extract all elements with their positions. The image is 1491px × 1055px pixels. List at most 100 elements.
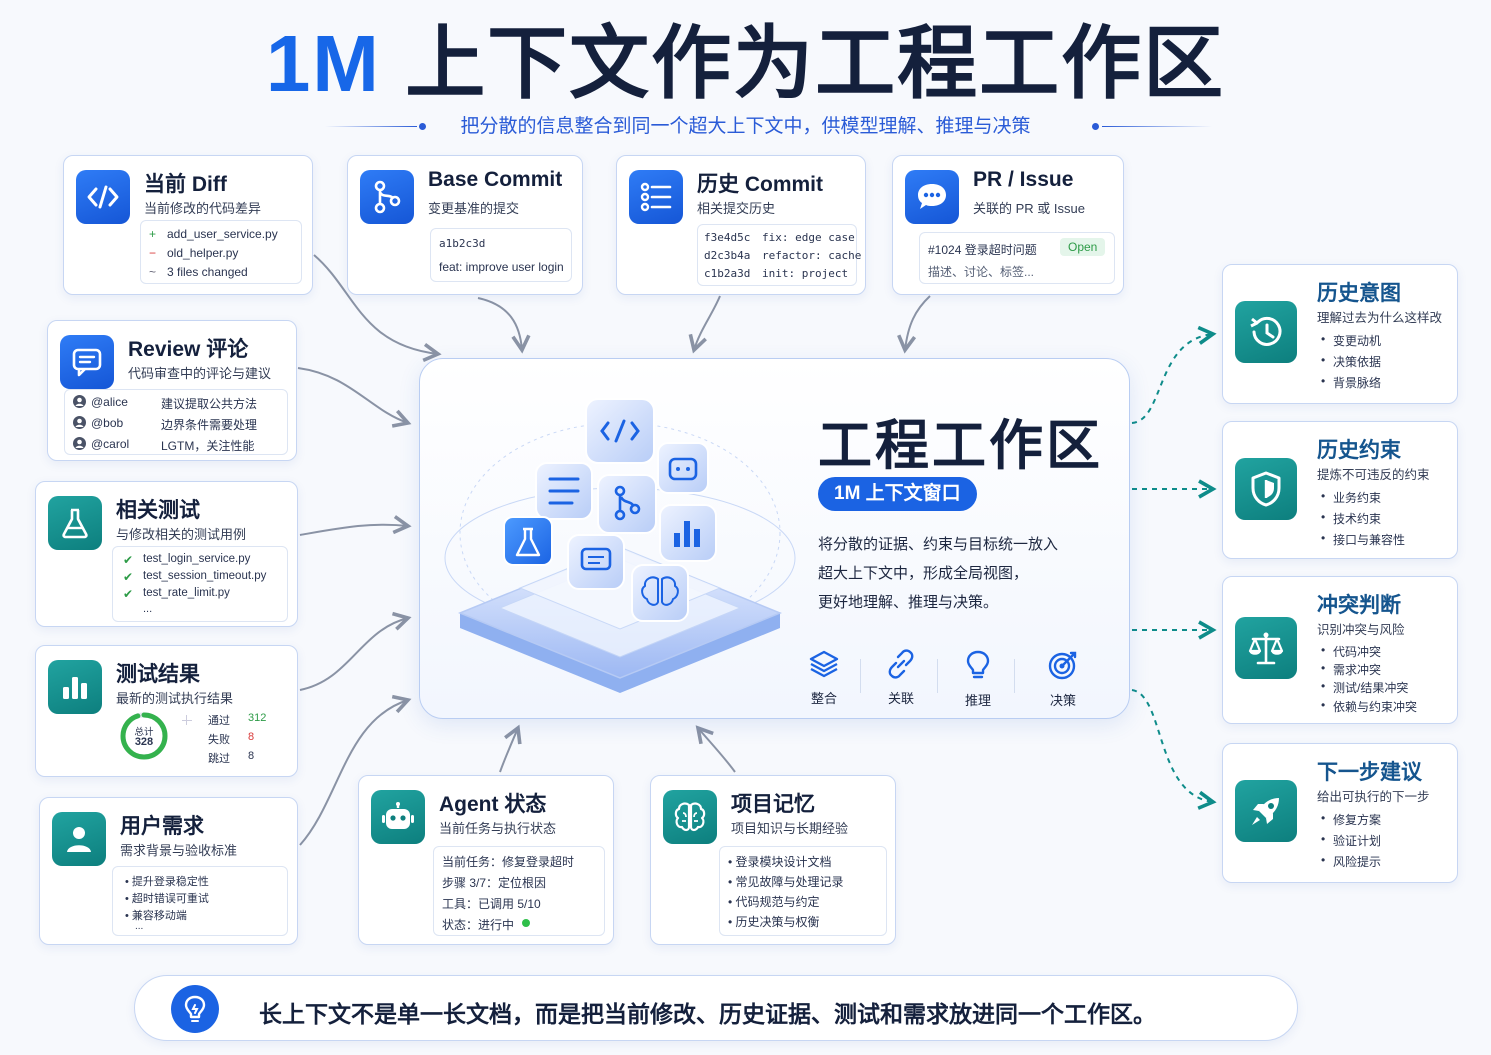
output-item: 接口与兼容性 bbox=[1321, 531, 1405, 548]
hub-title: 工程工作区 bbox=[818, 416, 1103, 476]
subtitle-rule-right bbox=[1102, 126, 1212, 127]
git-branch-icon bbox=[360, 170, 414, 224]
results-total-label: 总计 bbox=[134, 727, 154, 738]
card-related-tests[interactable]: 相关测试 与修改相关的测试用例 ✔ test_login_service.py … bbox=[35, 481, 298, 627]
history-commit-list: f3e4d5c fix: edge case d2c3b4a refactor:… bbox=[697, 224, 861, 286]
card-test-results[interactable]: 测试结果 最新的测试执行结果 总计 328 通过 312 失败 8 跳过 8 bbox=[35, 645, 298, 777]
card-history-constraints[interactable]: 历史约束 提炼不可违反的约束 业务约束 技术约束 接口与兼容性 bbox=[1222, 421, 1458, 559]
code-icon bbox=[76, 170, 130, 224]
card-desc: 需求背景与验收标准 bbox=[120, 843, 238, 858]
card-history-commit[interactable]: 历史 Commit 相关提交历史 f3e4d5c fix: edge case … bbox=[616, 155, 866, 295]
output-item: 依赖与约束冲突 bbox=[1321, 698, 1417, 715]
diff-mark: − bbox=[149, 246, 157, 260]
context-window-badge: 1M 上下文窗口 bbox=[818, 477, 977, 511]
running-status-dot bbox=[522, 919, 530, 927]
card-desc: 当前修改的代码差异 bbox=[144, 201, 262, 216]
output-item: 需求冲突 bbox=[1321, 661, 1381, 678]
action-integrate: 整合 bbox=[794, 649, 854, 707]
commit-hash: f3e4d5c bbox=[704, 231, 751, 244]
output-item: 业务约束 bbox=[1321, 489, 1381, 506]
card-desc: 与修改相关的测试用例 bbox=[116, 527, 247, 542]
card-agent-status[interactable]: Agent 状态 当前任务与执行状态 当前任务：修复登录超时 步骤 3/7：定位… bbox=[358, 775, 614, 945]
scale-icon bbox=[1235, 617, 1297, 679]
target-icon bbox=[1048, 651, 1077, 680]
lightbulb-icon bbox=[171, 985, 219, 1033]
requirement-item: • 超时错误可重试 bbox=[125, 893, 209, 905]
arrow-hub-to-next bbox=[1131, 689, 1217, 810]
shield-icon bbox=[1235, 458, 1297, 520]
avatar bbox=[73, 416, 86, 432]
check-icon: ✔ bbox=[123, 553, 134, 567]
card-desc: 变更基准的提交 bbox=[428, 201, 520, 216]
stat-value-skip: 8 bbox=[248, 750, 255, 762]
card-desc: 项目知识与长期经验 bbox=[731, 821, 849, 836]
lightbulb-icon bbox=[966, 650, 990, 679]
results-divider bbox=[186, 715, 187, 725]
output-item: 风险提示 bbox=[1321, 853, 1381, 870]
commit-hash: a1b2c3d bbox=[439, 237, 486, 250]
review-user: @carol bbox=[91, 437, 130, 451]
hub-description-line: 更好地理解、推理与决策。 bbox=[818, 594, 999, 611]
requirement-item: • 兼容移动端 bbox=[125, 910, 187, 922]
card-desc: 提炼不可违反的约束 bbox=[1317, 468, 1430, 482]
check-icon: ✔ bbox=[123, 587, 134, 601]
output-item: 测试/结果冲突 bbox=[1321, 679, 1408, 696]
card-title: 当前 Diff bbox=[144, 173, 227, 196]
card-title: 测试结果 bbox=[116, 663, 200, 686]
action-separator bbox=[1014, 659, 1015, 693]
card-diff[interactable]: 当前 Diff 当前修改的代码差异 + add_user_service.py … bbox=[63, 155, 313, 295]
issue-title: #1024 登录超时问题 bbox=[928, 243, 1037, 257]
title-rest: 上下文作为工程工作区 bbox=[405, 19, 1226, 108]
card-review[interactable]: Review 评论 代码审查中的评论与建议 @alice 建议提取公共方法 @b… bbox=[47, 320, 297, 461]
page-subtitle: 把分散的信息整合到同一个超大上下文中，供模型理解、推理与决策 bbox=[460, 116, 1031, 137]
review-text: 建议提取公共方法 bbox=[161, 397, 258, 411]
arrow-agent-to-hub bbox=[499, 724, 522, 773]
card-user-requirements[interactable]: 用户需求 需求背景与验收标准 • 提升登录稳定性 • 超时错误可重试 • 兼容移… bbox=[39, 797, 298, 945]
card-next-steps[interactable]: 下一步建议 给出可执行的下一步 修复方案 验证计划 风险提示 bbox=[1222, 743, 1458, 883]
card-desc: 当前任务与执行状态 bbox=[439, 821, 557, 836]
diff-file-list: + add_user_service.py − old_helper.py ~ … bbox=[140, 220, 302, 284]
commit-message: fix: edge case bbox=[762, 231, 855, 244]
memory-item: • 常见故障与处理记录 bbox=[728, 875, 844, 889]
hub-description-line: 将分散的证据、约束与目标统一放入 bbox=[818, 536, 1059, 553]
diff-mark: + bbox=[149, 227, 157, 241]
list-icon bbox=[629, 170, 683, 224]
card-title: 历史意图 bbox=[1317, 282, 1401, 305]
card-history-intent[interactable]: 历史意图 理解过去为什么这样改 变更动机 决策依据 背景脉络 bbox=[1222, 264, 1458, 404]
base-commit-box: a1b2c3d feat: improve user login bbox=[430, 228, 572, 282]
arrow-tests-to-hub bbox=[299, 515, 412, 536]
subtitle-dot-right bbox=[1092, 123, 1099, 130]
card-desc: 相关提交历史 bbox=[697, 201, 776, 216]
output-item: 背景脉络 bbox=[1321, 374, 1381, 391]
card-project-memory[interactable]: 项目记忆 项目知识与长期经验 • 登录模块设计文档 • 常见故障与处理记录 • … bbox=[650, 775, 896, 945]
requirement-item: • 提升登录稳定性 bbox=[125, 876, 209, 888]
commit-message: init: project bbox=[762, 267, 849, 280]
flask-icon bbox=[48, 496, 102, 550]
agent-state: 状态：进行中 bbox=[442, 918, 515, 932]
card-conflict-judgement[interactable]: 冲突判断 识别冲突与风险 代码冲突 需求冲突 测试/结果冲突 依赖与约束冲突 bbox=[1222, 576, 1458, 724]
memory-item: • 历史决策与权衡 bbox=[728, 915, 820, 929]
subtitle-rule-left bbox=[325, 126, 417, 127]
card-desc: 识别冲突与风险 bbox=[1317, 623, 1405, 637]
arrow-history-to-hub bbox=[688, 295, 721, 354]
action-separator bbox=[937, 659, 938, 693]
stat-label: 通过 bbox=[208, 715, 230, 727]
user-icon bbox=[52, 812, 106, 866]
card-title: 用户需求 bbox=[120, 815, 204, 838]
link-icon bbox=[888, 649, 914, 679]
agent-status-box: 当前任务：修复登录超时 步骤 3/7：定位根因 工具：已调用 5/10 状态：进… bbox=[433, 846, 605, 936]
agent-step: 步骤 3/7：定位根因 bbox=[442, 876, 547, 890]
commit-message: feat: improve user login bbox=[439, 260, 564, 274]
memory-item: • 代码规范与约定 bbox=[728, 895, 820, 909]
card-base-commit[interactable]: Base Commit 变更基准的提交 a1b2c3d feat: improv… bbox=[347, 155, 583, 295]
bar-chart-icon bbox=[48, 660, 102, 714]
arrow-results-to-hub bbox=[299, 611, 412, 691]
action-label: 推理 bbox=[964, 693, 991, 708]
test-case: test_rate_limit.py bbox=[143, 587, 230, 599]
comment-icon bbox=[60, 335, 114, 389]
diff-line: 3 files changed bbox=[167, 265, 248, 279]
card-pr-issue[interactable]: PR / Issue 关联的 PR 或 Issue #1024 登录超时问题 O… bbox=[892, 155, 1124, 295]
history-icon bbox=[1235, 301, 1297, 363]
subtitle-dot-left bbox=[419, 123, 426, 130]
card-desc: 关联的 PR 或 Issue bbox=[973, 201, 1085, 216]
